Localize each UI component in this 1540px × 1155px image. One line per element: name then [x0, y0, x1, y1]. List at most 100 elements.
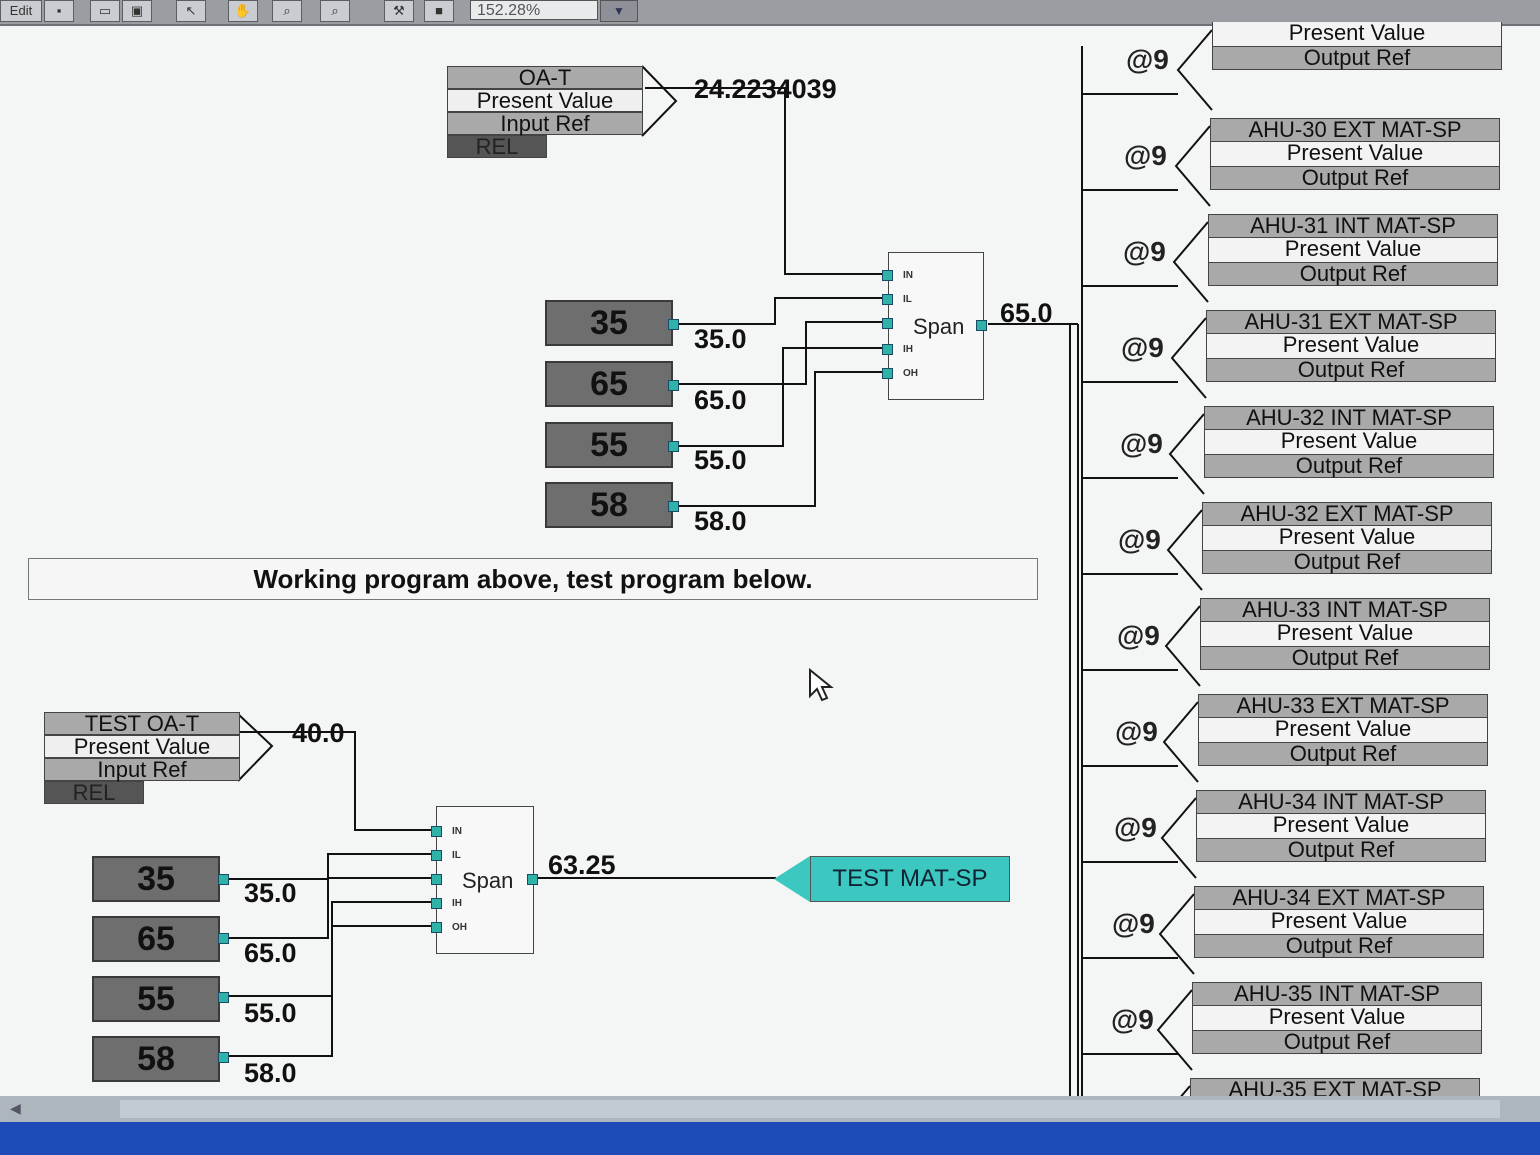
- preview-icon[interactable]: ▣: [122, 0, 152, 22]
- test-span-out-pin[interactable]: [527, 874, 538, 885]
- const-58-block[interactable]: 58: [545, 482, 673, 528]
- span-out-pin[interactable]: [976, 320, 987, 331]
- magnify-icon[interactable]: ⌕: [320, 0, 350, 22]
- test-oat-input-block[interactable]: TEST OA-T Present Value Input Ref REL: [44, 712, 240, 804]
- test-const-58-block[interactable]: 58: [92, 1036, 220, 1082]
- hand-icon[interactable]: ✋: [228, 0, 258, 22]
- horizontal-scrollbar[interactable]: ◀: [0, 1096, 1540, 1122]
- test-span-il-pin[interactable]: [431, 850, 442, 861]
- output-arrow: [1176, 29, 1213, 111]
- output-name: AHU-34 INT MAT-SP: [1196, 790, 1486, 814]
- span-output-value: 65.0: [1000, 298, 1053, 328]
- output-present-value: Present Value: [1210, 142, 1500, 166]
- wire-test-58-oh: [228, 925, 434, 1057]
- test-output-block[interactable]: TEST MAT-SP: [810, 856, 1010, 902]
- edit-menu-button[interactable]: Edit: [0, 0, 42, 22]
- test-span-ih-label: IH: [452, 898, 462, 909]
- oat-arrow: [641, 65, 678, 137]
- wire-65-ol: [678, 321, 886, 385]
- const-35-pin[interactable]: [668, 319, 679, 330]
- logic-canvas[interactable]: OA-T Present Value Input Ref REL 24.2234…: [0, 22, 1540, 1102]
- test-const-65-pin[interactable]: [218, 933, 229, 944]
- const-65-pin[interactable]: [668, 380, 679, 391]
- save-icon[interactable]: ▪: [44, 0, 74, 22]
- oat-rel: REL: [447, 135, 547, 158]
- output-name: AHU-33 EXT MAT-SP: [1198, 694, 1488, 718]
- scroll-left-icon[interactable]: ◀: [10, 1100, 21, 1116]
- wire-test-oat-in: [240, 731, 434, 831]
- test-const-58-value: 58.0: [244, 1058, 297, 1088]
- test-const-35-block[interactable]: 35: [92, 856, 220, 902]
- tool-icon[interactable]: ⚒: [384, 0, 414, 22]
- const-58-pin[interactable]: [668, 501, 679, 512]
- test-span-oh-pin[interactable]: [431, 922, 442, 933]
- zoom-field[interactable]: 152.28%: [470, 0, 598, 20]
- test-oat-rel: REL: [44, 781, 144, 804]
- span-ol-pin[interactable]: [882, 318, 893, 329]
- chevron-down-icon[interactable]: ▼: [600, 0, 638, 22]
- arrow-pointer-icon[interactable]: ↖: [176, 0, 206, 22]
- test-const-35-pin[interactable]: [218, 874, 229, 885]
- output-name: AHU-32 INT MAT-SP: [1204, 406, 1494, 430]
- test-span-block[interactable]: [436, 806, 534, 954]
- test-span-ol-pin[interactable]: [431, 874, 442, 885]
- edit-label: Edit: [9, 3, 33, 18]
- output-tag: @9: [1124, 140, 1167, 171]
- span-oh-pin[interactable]: [882, 368, 893, 379]
- output-tag: @9: [1121, 332, 1164, 363]
- print-icon[interactable]: ▭: [90, 0, 120, 22]
- const-35-value: 35.0: [694, 324, 747, 354]
- span-block[interactable]: [888, 252, 984, 400]
- span-ih-pin[interactable]: [882, 344, 893, 355]
- test-oat-value: 40.0: [292, 718, 345, 748]
- test-const-55-pin[interactable]: [218, 992, 229, 1003]
- output-tag: @9: [1118, 524, 1161, 555]
- lock-icon[interactable]: ■: [424, 0, 454, 22]
- zoom-icon[interactable]: ⌕: [272, 0, 302, 22]
- test-span-ih-pin[interactable]: [431, 898, 442, 909]
- test-span-in-pin[interactable]: [431, 826, 442, 837]
- oat-value: 24.2234039: [694, 74, 837, 104]
- output-arrow: [1166, 509, 1203, 591]
- oat-present-value: Present Value: [447, 89, 643, 112]
- span-in-label: IN: [903, 270, 913, 281]
- toolbar: Edit ▪ ▭ ▣ ↖ ✋ ⌕ ⌕ ⚒ ■ 152.28% ▼: [0, 0, 1540, 26]
- output-arrow: [1160, 797, 1197, 879]
- output-tag: @9: [1117, 620, 1160, 651]
- const-55-pin[interactable]: [668, 441, 679, 452]
- output-present-value: Present Value: [1196, 814, 1486, 838]
- const-55-block[interactable]: 55: [545, 422, 673, 468]
- output-arrow: [1164, 605, 1201, 687]
- test-const-58-pin[interactable]: [218, 1052, 229, 1063]
- oat-input-block[interactable]: OA-T Present Value Input Ref REL: [447, 66, 643, 158]
- output-arrow: [1172, 221, 1209, 303]
- output-tag: @9: [1126, 44, 1169, 75]
- const-35-block[interactable]: 35: [545, 300, 673, 346]
- output-tag: @9: [1114, 812, 1157, 843]
- span-il-pin[interactable]: [882, 294, 893, 305]
- output-ref: Output Ref: [1196, 838, 1486, 862]
- oat-name: OA-T: [447, 66, 643, 89]
- output-ref: Output Ref: [1202, 550, 1492, 574]
- output-ref: Output Ref: [1206, 358, 1496, 382]
- span-in-pin[interactable]: [882, 270, 893, 281]
- output-arrow: [1168, 413, 1205, 495]
- test-const-65-block[interactable]: 65: [92, 916, 220, 962]
- scroll-thumb[interactable]: [120, 1100, 1500, 1118]
- test-const-55-block[interactable]: 55: [92, 976, 220, 1022]
- output-arrow: [1174, 125, 1211, 207]
- output-name: AHU-31 EXT MAT-SP: [1206, 310, 1496, 334]
- const-65-block[interactable]: 65: [545, 361, 673, 407]
- wiring-layer: [228, 29, 1213, 1096]
